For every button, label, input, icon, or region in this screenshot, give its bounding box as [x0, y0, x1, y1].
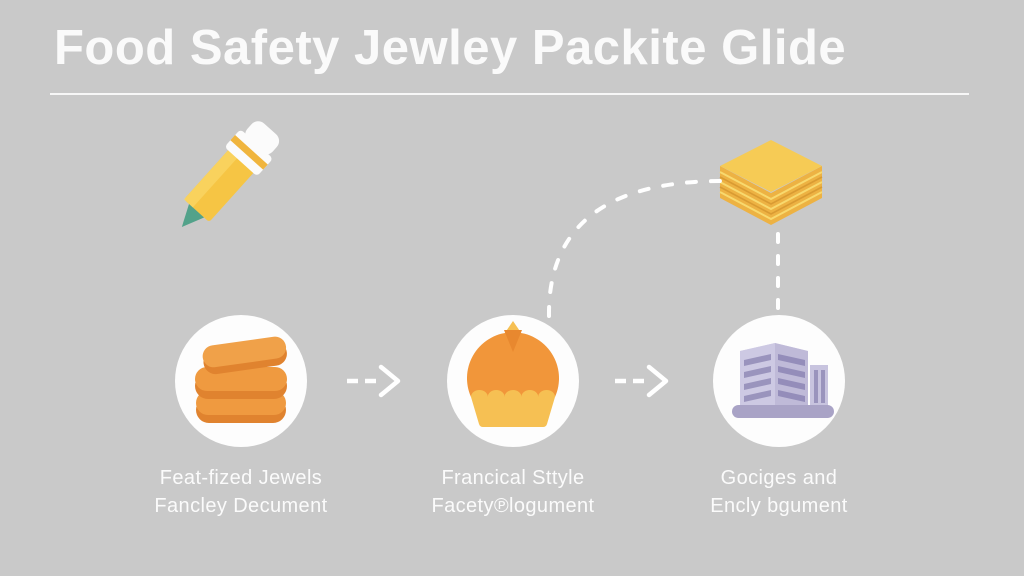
step-2-label-line2: Facety℗logument	[431, 495, 595, 517]
step-3-label-line1: Gociges and	[720, 467, 838, 489]
page-title: Food Safety Jewley Packite Glide	[54, 21, 847, 75]
step-1: Feat-fized Jewels Fancley Decument	[109, 315, 373, 520]
coin-stack-icon	[175, 315, 307, 447]
step-2-label-line1: Francical Sttyle	[441, 467, 585, 489]
step-2: Francical Sttyle Facety℗logument	[381, 315, 645, 520]
cupcake-icon	[447, 315, 579, 447]
step-1-label-line1: Feat-fized Jewels	[159, 467, 323, 489]
step-3-label: Gociges and Encly bgument	[647, 464, 911, 520]
title-divider	[50, 93, 969, 95]
building-icon	[713, 315, 845, 447]
step-1-label: Feat-fized Jewels Fancley Decument	[109, 464, 373, 520]
step-3: Gociges and Encly bgument	[647, 315, 911, 520]
step-3-label-line2: Encly bgument	[710, 495, 848, 517]
step-1-label-line2: Fancley Decument	[154, 495, 328, 517]
dashed-curve-connector	[546, 179, 724, 318]
paper-stack-icon	[719, 140, 823, 225]
step-2-label: Francical Sttyle Facety℗logument	[381, 464, 645, 520]
pencil-icon	[181, 121, 280, 228]
